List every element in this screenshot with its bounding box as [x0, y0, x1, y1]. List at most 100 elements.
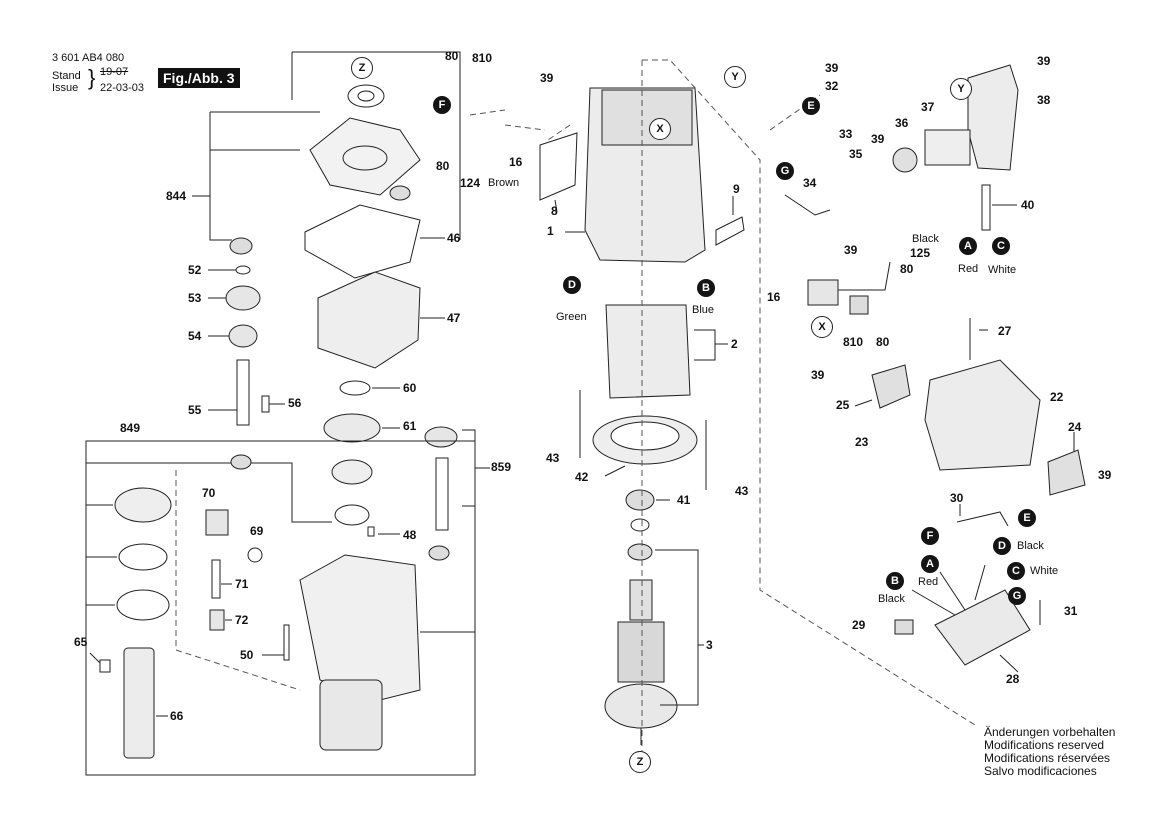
part-label-39-r2: 39	[871, 132, 885, 146]
gear-housing-group	[192, 51, 490, 561]
part-label-28: 28	[1006, 672, 1020, 686]
part-label-41: 41	[677, 493, 691, 507]
part-label-39-r3: 39	[1037, 54, 1051, 68]
part-label-8: 8	[551, 204, 558, 218]
part-label-80-r2: 80	[876, 335, 890, 349]
part-label-16-right: 16	[767, 290, 781, 304]
part-label-39-r5: 39	[811, 368, 825, 382]
connector-e-lower: E	[1018, 509, 1036, 527]
part-label-859: 859	[491, 460, 512, 474]
part-label-849: 849	[120, 421, 141, 435]
part-label-70: 70	[202, 486, 216, 500]
wire-label-white-lower: White	[1030, 565, 1059, 577]
wire-label-red-top: Red	[958, 263, 979, 275]
part-label-69: 69	[250, 524, 264, 538]
note-line-en: Modifications reserved	[984, 738, 1105, 752]
part-label-36: 36	[895, 116, 909, 130]
part-label-39-r1: 39	[825, 61, 839, 75]
part-label-32: 32	[825, 79, 839, 93]
part-label-33: 33	[839, 127, 853, 141]
part-label-30: 30	[950, 491, 964, 505]
part-label-50: 50	[240, 648, 254, 662]
part-label-23: 23	[855, 435, 869, 449]
ref-z-top: Z	[351, 57, 373, 79]
ref-x-motor: X	[649, 118, 671, 140]
part-label-52: 52	[188, 263, 202, 277]
wire-label-brown: Brown	[488, 177, 520, 189]
ref-z-bottom: Z	[629, 751, 651, 773]
part-label-55: 55	[188, 403, 202, 417]
connector-f-top: F	[433, 96, 451, 114]
part-label-9: 9	[733, 182, 740, 196]
part-label-53: 53	[188, 291, 202, 305]
part-label-31: 31	[1064, 604, 1078, 618]
part-label-16-top: 16	[509, 155, 523, 169]
part-label-3: 3	[706, 638, 713, 652]
ref-y-cover: Y	[950, 78, 972, 100]
part-label-39-r6: 39	[1098, 468, 1112, 482]
wire-label-green: Green	[556, 311, 587, 323]
part-label-47: 47	[447, 311, 461, 325]
connector-f-lower: F	[921, 527, 939, 545]
part-label-71: 71	[235, 577, 249, 591]
part-label-80-left: 80	[436, 159, 450, 173]
wire-label-blue: Blue	[692, 304, 715, 316]
wire-label-black-b: Black	[878, 593, 905, 605]
part-label-37: 37	[921, 100, 935, 114]
part-label-80-top: 80	[445, 49, 459, 63]
connector-a-lower: A	[921, 555, 939, 573]
part-label-25: 25	[836, 398, 850, 412]
part-label-48: 48	[403, 528, 417, 542]
issue-label: Issue	[52, 82, 79, 94]
part-label-27: 27	[998, 324, 1012, 338]
stand-label: Stand	[52, 70, 81, 82]
note-line-fr: Modifications réservées	[984, 751, 1111, 765]
part-label-40: 40	[1021, 198, 1035, 212]
note-line-es: Salvo modificaciones	[984, 764, 1097, 778]
part-label-124: 124	[460, 176, 481, 190]
part-label-66: 66	[170, 709, 184, 723]
figure-label: Fig./Abb. 3	[158, 68, 240, 88]
part-label-2: 2	[731, 337, 738, 351]
motor-group	[175, 59, 976, 770]
part-label-80-r1: 80	[900, 262, 914, 276]
part-label-34: 34	[803, 176, 817, 190]
part-label-1: 1	[547, 224, 554, 238]
part-label-43-right: 43	[735, 484, 749, 498]
connector-g-lower: G	[1008, 587, 1026, 605]
ref-y-motor: Y	[724, 66, 746, 88]
part-label-24: 24	[1068, 420, 1082, 434]
part-label-43-left: 43	[546, 451, 560, 465]
part-label-72: 72	[235, 613, 249, 627]
part-label-65: 65	[74, 635, 88, 649]
connector-b-motor: B	[697, 279, 715, 297]
note-line-de: Änderungen vorbehalten	[984, 725, 1116, 739]
ref-x-switch: X	[811, 316, 833, 338]
connector-c-lower: C	[1007, 562, 1025, 580]
wire-label-white-top: White	[988, 264, 1017, 276]
connector-d-motor: D	[563, 276, 581, 294]
part-label-54: 54	[188, 329, 202, 343]
wire-label-black-125: Black	[912, 233, 939, 245]
part-label-22: 22	[1050, 390, 1064, 404]
wire-label-black-d: Black	[1017, 540, 1044, 552]
part-label-38: 38	[1037, 93, 1051, 107]
connector-a-top: A	[959, 237, 977, 255]
part-label-39-r4: 39	[844, 243, 858, 257]
part-label-844: 844	[166, 189, 187, 203]
connector-d-lower: D	[993, 537, 1011, 555]
bracket-brace: }	[88, 65, 96, 90]
spindle-group	[85, 440, 476, 776]
part-label-810-top: 810	[472, 51, 493, 65]
modifications-note: Änderungen vorbehalten Modifications res…	[984, 726, 1115, 778]
part-label-46: 46	[447, 231, 461, 245]
wire-label-red-lower: Red	[918, 576, 939, 588]
connector-g-top: G	[776, 162, 794, 180]
part-label-60: 60	[403, 381, 417, 395]
part-label-39-top: 39	[540, 71, 554, 85]
part-label-56: 56	[288, 396, 302, 410]
stand-value: 19-07	[100, 66, 129, 78]
part-label-125: 125	[910, 246, 931, 260]
part-label-61: 61	[403, 419, 417, 433]
part-label-810-right: 810	[843, 335, 864, 349]
